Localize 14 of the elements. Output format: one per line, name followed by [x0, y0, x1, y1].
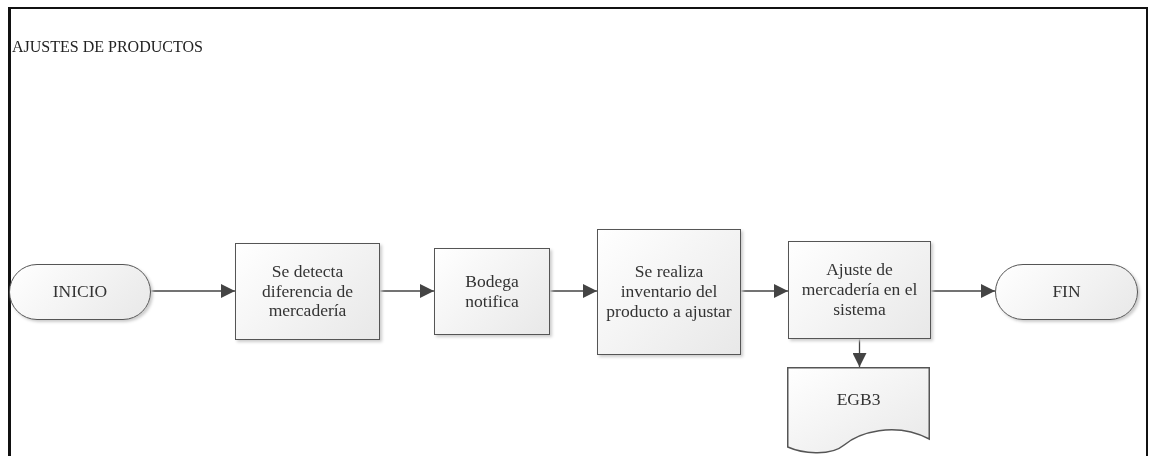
- arrow: [740, 284, 789, 298]
- process-box: Ajuste de mercadería en el sistema: [788, 241, 931, 339]
- arrow: [930, 284, 996, 298]
- process-box: Se realiza inventario del producto a ajustar: [597, 229, 741, 355]
- terminator-shape: FIN: [995, 264, 1138, 320]
- arrow: [379, 284, 435, 298]
- arrow: [150, 284, 236, 298]
- process-box: Se detecta diferencia de mercadería: [235, 243, 380, 340]
- terminator-shape: INICIO: [9, 264, 151, 320]
- arrow: [852, 338, 867, 368]
- document-shape: EGB3: [787, 367, 930, 453]
- process-box: Bodega notifica: [434, 248, 550, 335]
- arrow: [549, 284, 598, 298]
- diagram-title: AJUSTES DE PRODUCTOS: [12, 38, 203, 56]
